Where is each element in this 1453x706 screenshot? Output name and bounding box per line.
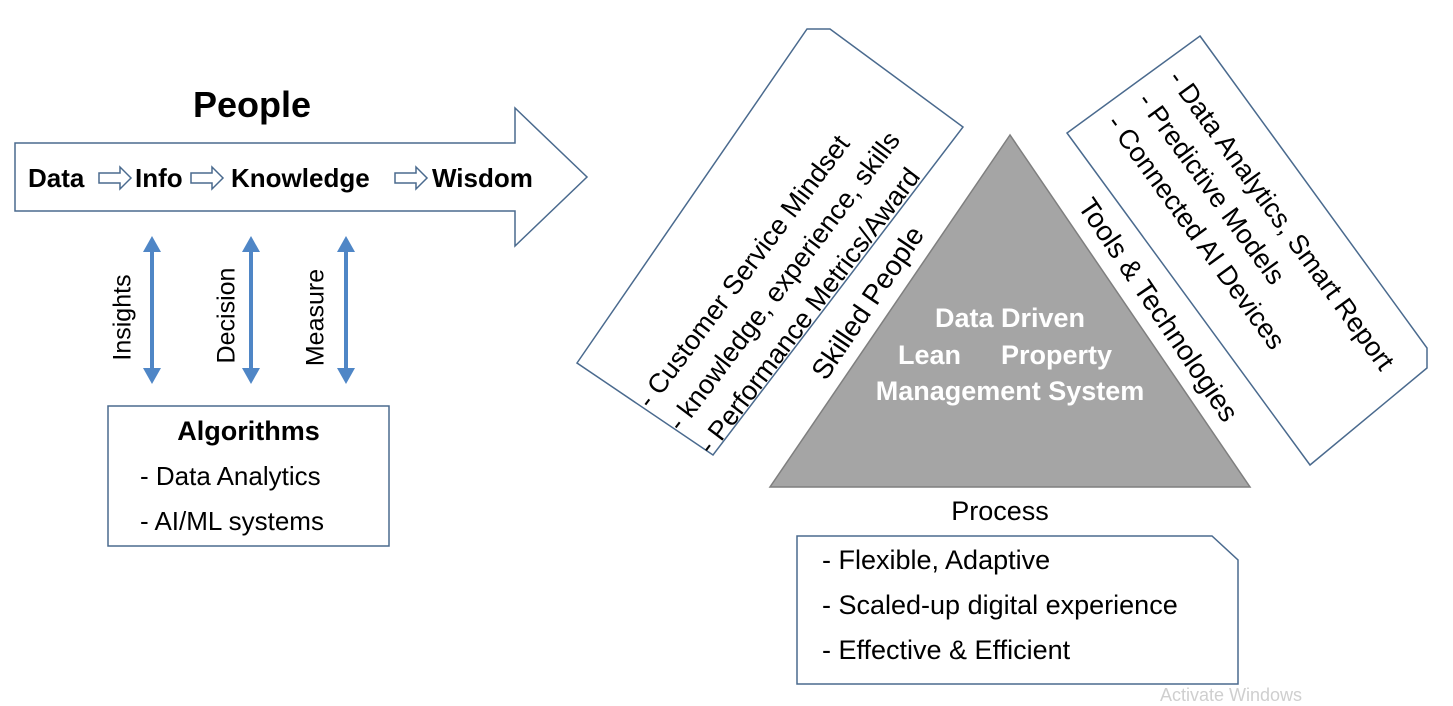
link-insights: Insights xyxy=(108,274,137,361)
flow-arrow-icon xyxy=(190,165,225,191)
flow-knowledge: Knowledge xyxy=(231,163,370,193)
process-item: - Scaled-up digital experience xyxy=(822,590,1178,620)
core-line-2b: Property xyxy=(1001,340,1113,370)
double-headed-vertical-arrow-icon xyxy=(337,236,355,384)
algorithms-item: - Data Analytics xyxy=(140,461,321,491)
watermark-text: Activate Windows xyxy=(1160,685,1303,705)
algorithms-title: Algorithms xyxy=(177,416,320,446)
core-triangle xyxy=(768,133,1252,488)
double-headed-vertical-arrow-icon xyxy=(143,236,161,384)
people-big-arrow xyxy=(14,106,589,248)
flow-data: Data xyxy=(28,163,85,193)
link-measure: Measure xyxy=(301,268,330,367)
core-line-2a: Lean xyxy=(898,340,962,370)
people-heading: People xyxy=(193,84,312,125)
core-line-1: Data Driven xyxy=(934,303,1086,333)
flow-info: Info xyxy=(135,163,183,193)
flow-arrow-icon xyxy=(98,165,133,191)
algorithms-box xyxy=(107,405,390,547)
link-decision: Decision xyxy=(212,267,241,364)
process-item: - Effective & Efficient xyxy=(822,635,1071,665)
process-item: - Flexible, Adaptive xyxy=(822,545,1051,575)
core-line-3: Management System xyxy=(875,376,1145,406)
process-box xyxy=(796,535,1239,685)
tools-callout xyxy=(1065,34,1428,467)
process-label: Process xyxy=(951,496,1049,526)
flow-wisdom: Wisdom xyxy=(432,163,533,193)
process-list: - Flexible, Adaptive - Scaled-up digital… xyxy=(822,538,1178,673)
flow-arrow-icon xyxy=(394,165,429,191)
skilled-people-callout xyxy=(575,28,965,457)
double-headed-vertical-arrow-icon xyxy=(242,236,260,384)
algorithms-item: - AI/ML systems xyxy=(140,506,324,536)
